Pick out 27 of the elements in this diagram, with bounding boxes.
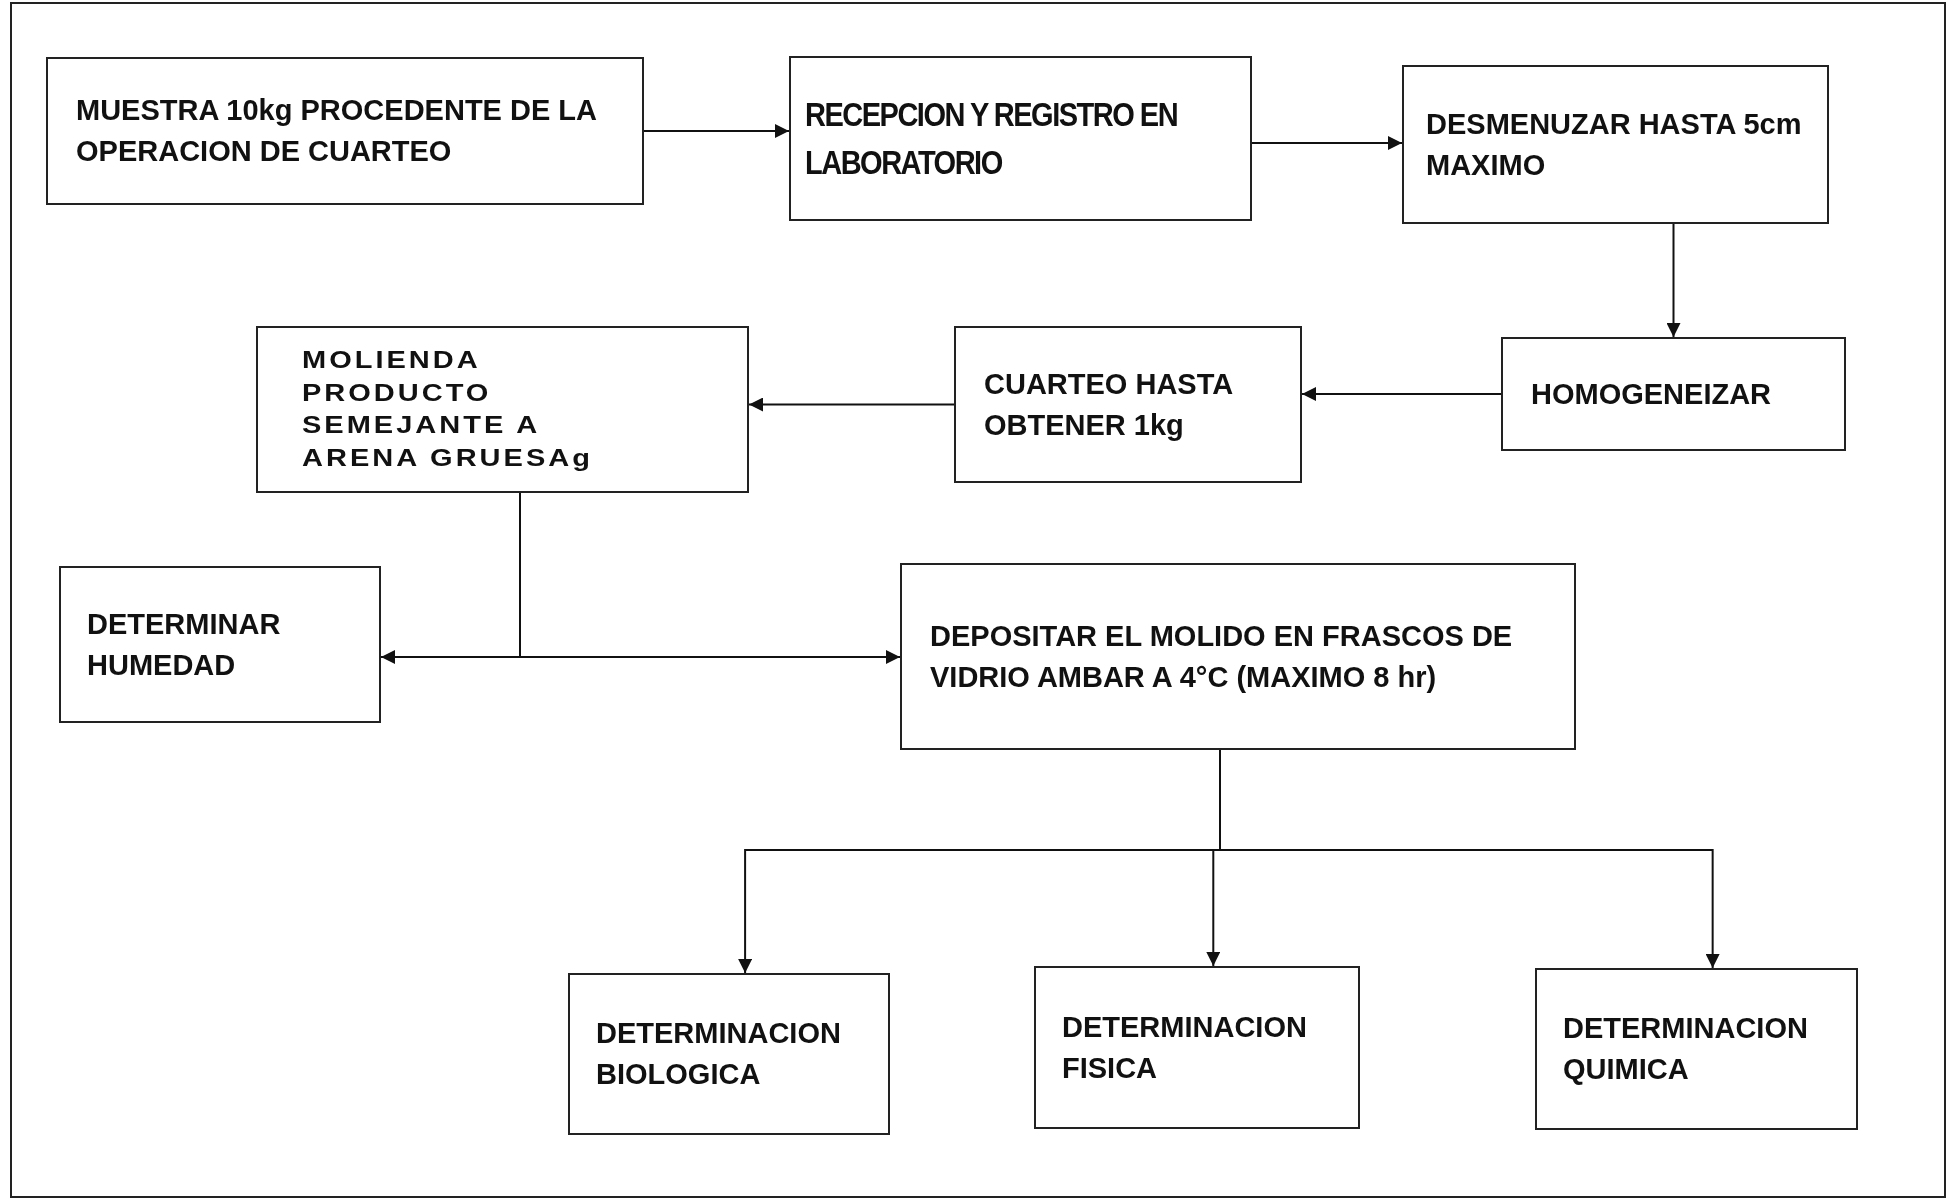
arrow xyxy=(643,124,790,138)
arrow xyxy=(1301,387,1502,401)
step-text: DETERMINACION BIOLOGICA xyxy=(596,1016,842,1092)
step-text: DESMENUZAR HASTA 5cm MAXIMO xyxy=(1426,106,1803,183)
step-text: DEPOSITAR EL MOLIDO EN FRASCOS DE VIDRIO AMBAR A 4°C (MAXIMO 8 hr) xyxy=(930,618,1514,695)
step-text: CUARTEO HASTA OBTENER 1kg xyxy=(984,366,1234,443)
process-box xyxy=(1535,968,1858,1130)
process-box xyxy=(46,57,644,205)
step-text: DETERMINACION FISICA xyxy=(1062,1009,1308,1086)
step-text: DETERMINAR HUMEDAD xyxy=(87,606,282,683)
process-box xyxy=(1402,65,1829,224)
process-box xyxy=(568,973,890,1135)
process-box xyxy=(59,566,381,723)
arrow xyxy=(748,397,955,412)
process-box xyxy=(1501,337,1846,451)
process-box xyxy=(256,326,749,493)
process-box xyxy=(900,563,1576,750)
process-box xyxy=(1034,966,1360,1129)
arrow xyxy=(1666,223,1681,338)
step-text: MUESTRA 10kg PROCEDENTE DE LA OPERACION DE CUARTEO xyxy=(76,93,596,169)
arrow xyxy=(1251,136,1403,150)
step-text: RECEPCION Y REGISTRO EN LABORATORIO xyxy=(805,95,1179,182)
step-text: HOMOGENEIZAR xyxy=(1531,376,1772,412)
process-box xyxy=(789,56,1252,221)
step-text: DETERMINACION QUIMICA xyxy=(1563,1011,1809,1087)
process-box xyxy=(954,326,1302,483)
step-text: MOLIENDA PRODUCTO SEMEJANTE A ARENA GRUESAg xyxy=(302,346,594,473)
